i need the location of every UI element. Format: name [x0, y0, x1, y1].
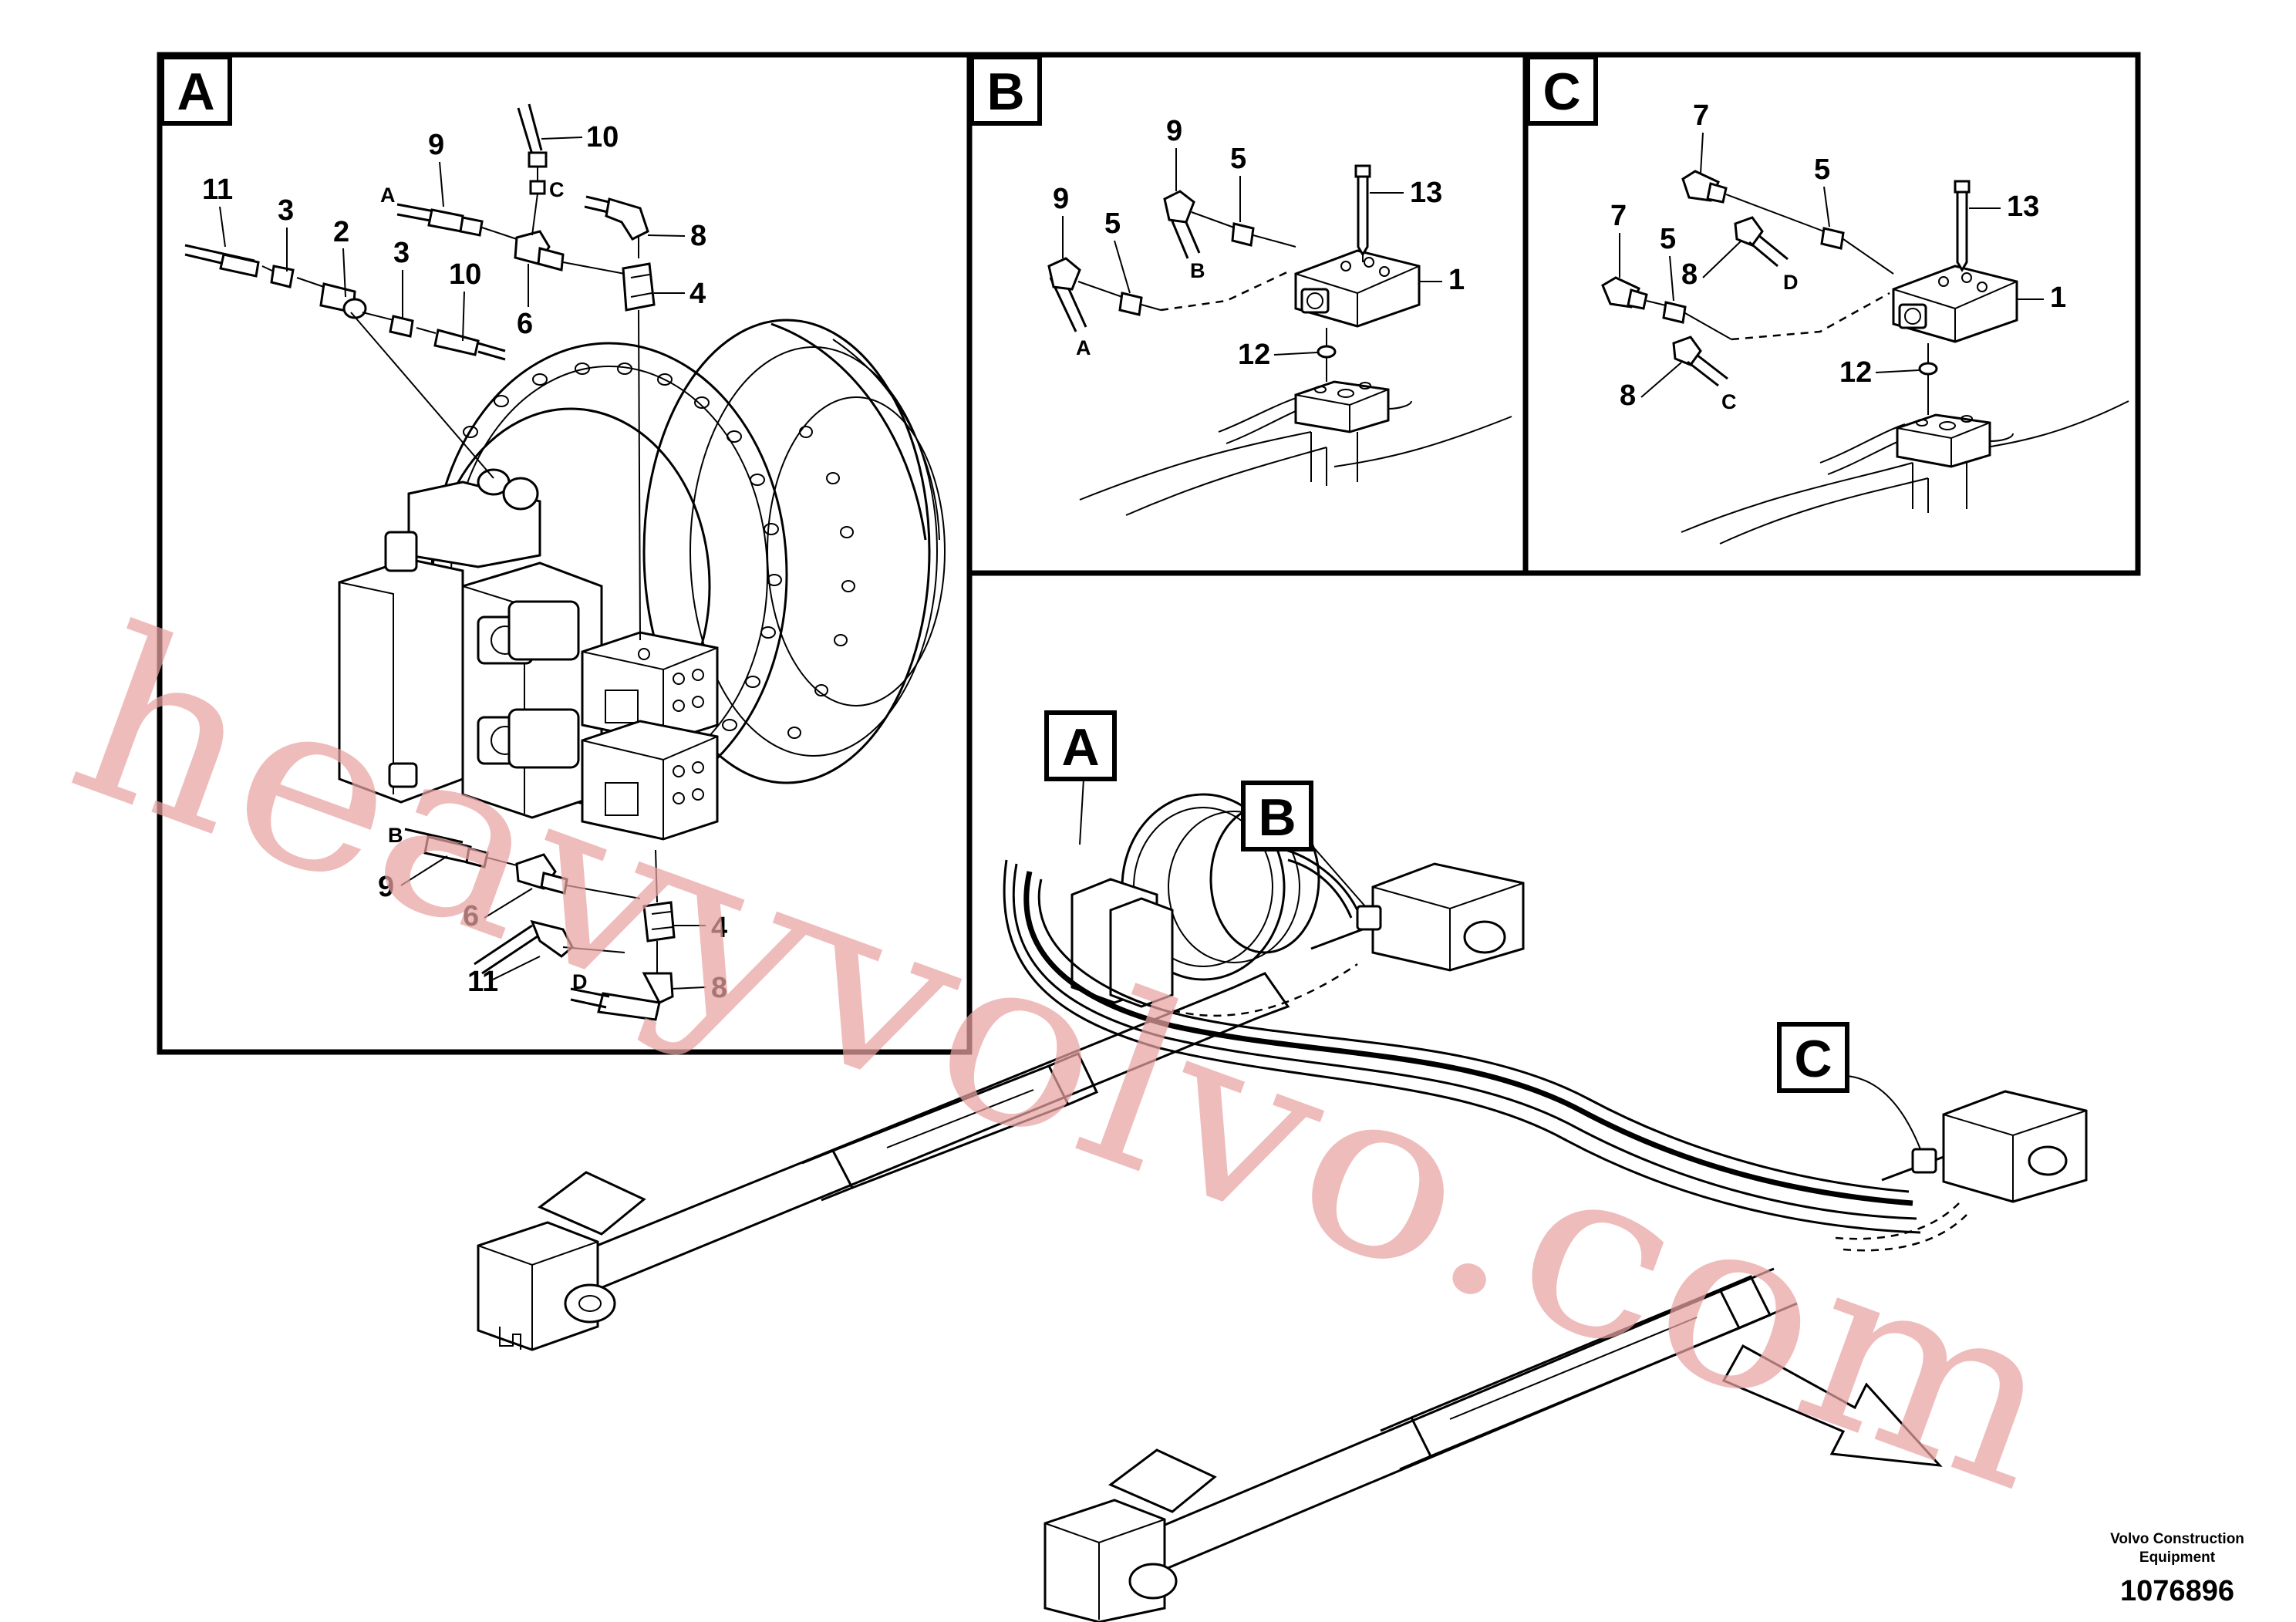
svg-text:5: 5 — [1660, 223, 1676, 255]
svg-text:5: 5 — [1104, 207, 1121, 240]
svg-text:5: 5 — [1814, 153, 1830, 186]
svg-text:A: A — [1061, 718, 1099, 777]
svg-text:C: C — [1542, 62, 1580, 121]
overview-tag-b: B — [1241, 781, 1313, 851]
svg-text:B: B — [986, 62, 1024, 121]
svg-text:2: 2 — [333, 216, 349, 248]
svg-text:5: 5 — [1230, 143, 1246, 175]
panel-b-callouts: 9 5 9 5 13 1 12 — [1053, 115, 1465, 371]
svg-text:11: 11 — [467, 966, 498, 998]
svg-text:8: 8 — [690, 220, 706, 252]
panel-a-port-letters: A C B D — [380, 178, 588, 993]
svg-text:Equipment: Equipment — [2139, 1549, 2216, 1566]
svg-text:D: D — [1783, 271, 1799, 294]
panel-a-tag: A — [160, 55, 232, 126]
overview-tag-c: C — [1777, 1022, 1849, 1093]
svg-text:8: 8 — [1681, 258, 1698, 291]
svg-text:11: 11 — [202, 174, 233, 206]
svg-text:9: 9 — [1053, 183, 1069, 215]
svg-text:13: 13 — [1410, 177, 1442, 209]
panel-b-tag: B — [969, 55, 1042, 126]
svg-text:A: A — [177, 62, 214, 121]
svg-text:A: A — [1076, 336, 1091, 359]
svg-text:6: 6 — [517, 308, 533, 340]
svg-text:A: A — [380, 184, 396, 207]
svg-text:10: 10 — [586, 121, 619, 153]
svg-text:7: 7 — [1610, 200, 1627, 232]
svg-text:9: 9 — [428, 129, 444, 161]
panel-b-drawing — [1047, 164, 1512, 516]
svg-text:7: 7 — [1693, 99, 1709, 132]
panel-b-frame — [966, 52, 1529, 576]
svg-text:B: B — [388, 824, 403, 847]
panel-c-callouts: 7 5 13 7 5 8 1 12 8 — [1610, 99, 2066, 412]
svg-text:9: 9 — [1166, 115, 1182, 147]
svg-text:6: 6 — [463, 900, 479, 932]
svg-text:8: 8 — [1620, 379, 1636, 412]
svg-text:13: 13 — [2007, 191, 2039, 223]
svg-text:C: C — [1721, 390, 1737, 413]
panel-c-drawing — [1601, 170, 2129, 545]
svg-text:4: 4 — [689, 278, 706, 310]
panel-a-drawing — [184, 103, 946, 1021]
svg-text:3: 3 — [393, 237, 410, 269]
panel-c-port-letters: D C — [1721, 271, 1799, 413]
svg-text:3: 3 — [278, 194, 294, 227]
overview-tag-a: A — [1044, 710, 1117, 781]
panel-a-callouts: 11 3 2 3 10 9 10 8 6 4 9 6 11 4 8 — [202, 121, 727, 1004]
svg-text:C: C — [1794, 1030, 1832, 1088]
svg-text:B: B — [1258, 788, 1296, 847]
svg-text:D: D — [572, 970, 588, 993]
svg-text:1: 1 — [1448, 264, 1465, 296]
svg-text:12: 12 — [1839, 356, 1872, 389]
panel-c-frame — [1522, 52, 2141, 576]
svg-text:Volvo Construction: Volvo Construction — [2110, 1531, 2244, 1547]
footer-brand: Volvo Construction Equipment — [2110, 1531, 2244, 1566]
svg-text:C: C — [549, 178, 565, 201]
svg-text:1: 1 — [2050, 282, 2066, 314]
svg-text:12: 12 — [1238, 339, 1270, 371]
drawing-reference-number: 1076896 — [2120, 1575, 2234, 1607]
svg-text:8: 8 — [711, 972, 727, 1004]
svg-text:9: 9 — [378, 871, 394, 903]
svg-text:B: B — [1190, 259, 1205, 282]
svg-text:10: 10 — [449, 258, 481, 291]
svg-text:4: 4 — [711, 912, 727, 944]
panel-b-port-letters: B A — [1076, 259, 1205, 359]
panel-c-tag: C — [1526, 55, 1598, 126]
overview-drawing — [477, 778, 2088, 1622]
